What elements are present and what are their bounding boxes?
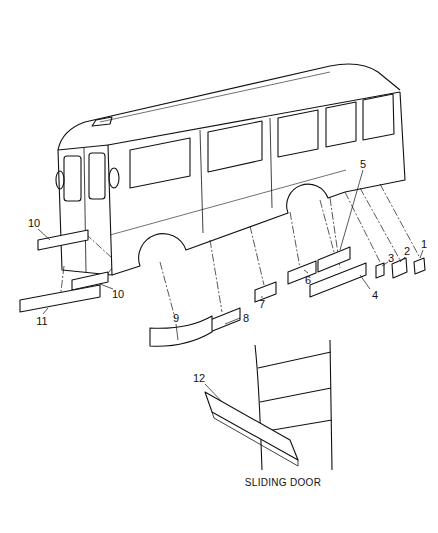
callout-number: 12 <box>193 373 205 384</box>
side-window <box>363 94 394 140</box>
explode-lines <box>60 184 420 318</box>
molding-10 <box>38 230 88 250</box>
front-edge <box>345 92 405 192</box>
body-crease <box>110 170 346 235</box>
side-window <box>326 102 356 147</box>
molding-11 <box>20 285 100 312</box>
side-window <box>208 121 262 172</box>
view-caption: SLIDING DOOR <box>245 478 321 488</box>
side-bottom <box>112 184 345 275</box>
roof-outline <box>58 64 400 150</box>
callout-number: 2 <box>404 246 410 257</box>
side-window <box>278 110 318 157</box>
rear-door-split <box>84 148 86 272</box>
door-line <box>270 118 272 208</box>
callout-number: 8 <box>243 313 249 324</box>
molding-9 <box>150 316 212 346</box>
callout-number: 11 <box>36 316 47 327</box>
callout-number: 1 <box>421 239 427 250</box>
callout-number: 7 <box>259 299 265 310</box>
molding-12 <box>205 392 298 460</box>
rear-face <box>58 145 112 275</box>
molding-1 <box>414 258 425 274</box>
door-line <box>200 130 203 233</box>
callout-number: 9 <box>173 313 179 324</box>
leader-lines <box>38 170 423 405</box>
molding-7 <box>255 282 276 302</box>
callout-number: 5 <box>360 159 366 170</box>
molding-pieces <box>20 230 425 346</box>
side-window <box>130 138 190 188</box>
callout-number: 10 <box>28 218 40 229</box>
callout-number: 10 <box>112 289 124 300</box>
callout-number: 3 <box>388 253 394 264</box>
molding-5 <box>318 247 350 272</box>
molding-2 <box>392 258 407 278</box>
sliding-door-inset <box>205 340 332 470</box>
callout-number: 4 <box>372 290 378 301</box>
callout-number: 6 <box>305 275 311 286</box>
molding-6 <box>288 261 316 284</box>
tail-light <box>56 171 64 189</box>
rear-window <box>64 156 81 201</box>
rear-window <box>89 153 105 199</box>
tail-light <box>109 168 119 188</box>
